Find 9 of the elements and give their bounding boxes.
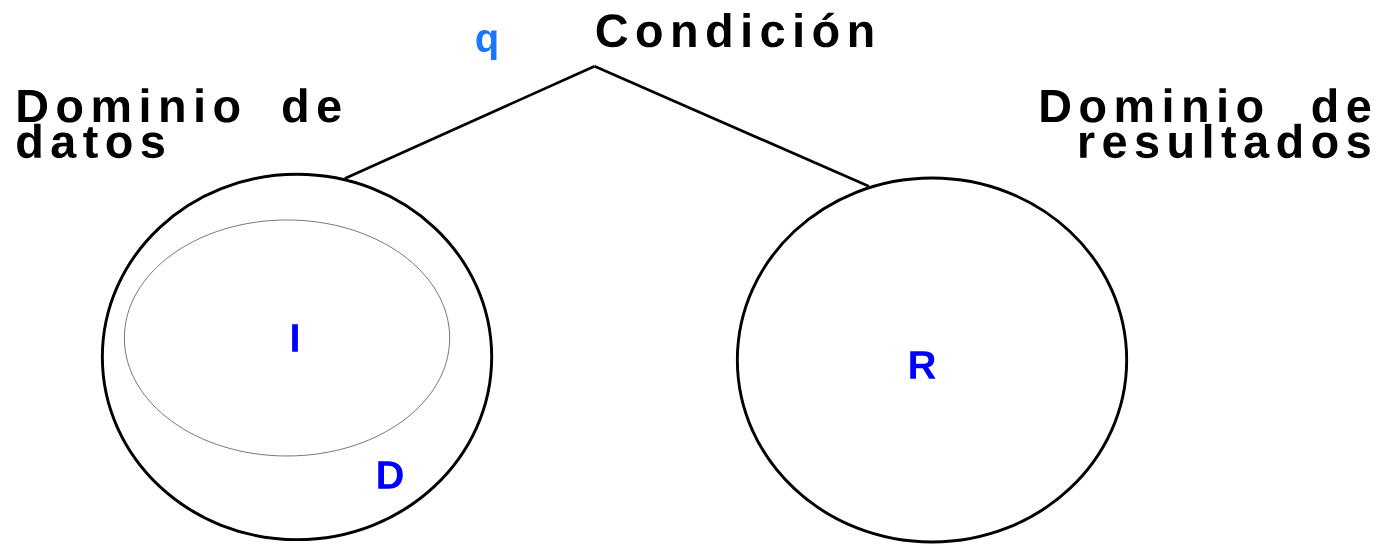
connector-line (344, 65, 596, 180)
query-letter: q (476, 30, 497, 60)
condition-label: Condición (596, 12, 873, 48)
set-letter: D (378, 461, 403, 489)
connector-line (594, 65, 870, 188)
set-letter: I (292, 324, 298, 352)
domain-heading: Dominio de datos (17, 88, 341, 159)
set-letter: R (910, 351, 936, 379)
domain-heading: Dominio de resultados (1041, 88, 1371, 159)
